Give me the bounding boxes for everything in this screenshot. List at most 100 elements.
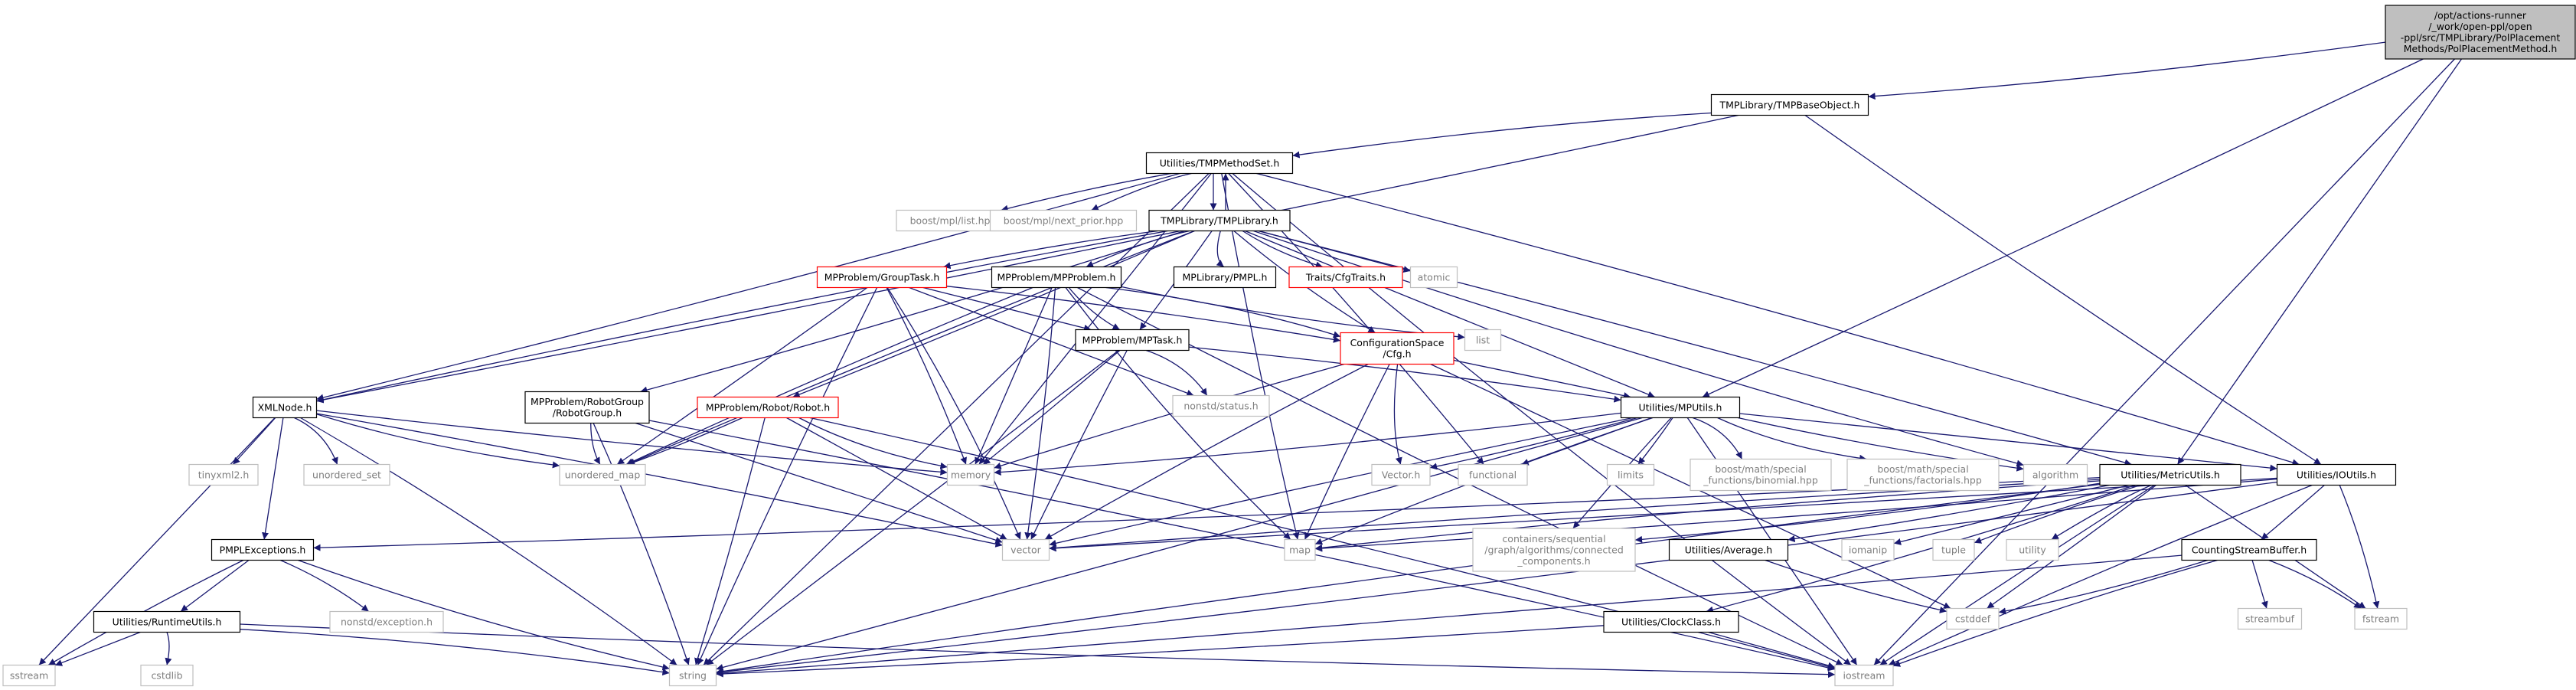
node-label: XMLNode.h — [258, 401, 312, 413]
node-box — [1603, 610, 1739, 633]
node-label: /RobotGroup.h — [553, 407, 622, 419]
node-functional: functional — [1458, 463, 1528, 486]
node-label: Utilities/RuntimeUtils.h — [113, 616, 222, 627]
node-label: MPProblem/Robot/Robot.h — [706, 401, 830, 413]
node-box — [1001, 538, 1050, 561]
node-mpproblem[interactable]: MPProblem/MPProblem.h — [991, 266, 1122, 289]
node-mputils[interactable]: Utilities/MPUtils.h — [1620, 396, 1741, 419]
node-label: iostream — [1843, 669, 1885, 681]
edge-cfg-to-memory — [994, 363, 1344, 469]
node-cfg[interactable]: ConfigurationSpace/Cfg.h — [1340, 332, 1455, 365]
node-mptask[interactable]: MPProblem/MPTask.h — [1075, 329, 1190, 352]
node-runtimeutils[interactable]: Utilities/RuntimeUtils.h — [93, 610, 241, 633]
node-label: MPProblem/MPProblem.h — [997, 271, 1116, 283]
edge-metricutils-to-connected — [1634, 482, 2101, 543]
node-tmpmethodset[interactable]: Utilities/TMPMethodSet.h — [1145, 152, 1294, 175]
edge-tmplibrary-to-robot — [792, 230, 1195, 398]
edge-mpproblem-to-cfg — [1105, 286, 1341, 338]
node-label: _functions/factorials.hpp — [1863, 475, 1982, 486]
edge-tmplibrary-to-unordered-map — [627, 230, 1195, 466]
edge-tmpbaseobject-to-ioutils — [1804, 114, 2322, 466]
node-pmpl-h[interactable]: MPLibrary/PMPL.h — [1173, 266, 1277, 289]
node-label: MPProblem/GroupTask.h — [824, 271, 940, 283]
node-label: ConfigurationSpace — [1350, 337, 1445, 348]
edge-xmlnode-to-tinyxml2 — [232, 417, 276, 465]
node-tmpbaseobject[interactable]: TMPLibrary/TMPBaseObject.h — [1710, 93, 1869, 116]
edge-mputils-to-ioutils — [1739, 413, 2277, 472]
node-pmplexceptions[interactable]: PMPLExceptions.h — [211, 538, 315, 561]
node-box — [2006, 538, 2059, 561]
edge-tmplibrary-to-robotgroup — [640, 230, 1185, 394]
node-label: Utilities/MetricUtils.h — [2121, 469, 2220, 480]
edge-mputils-to-memory — [994, 412, 1621, 476]
node-box — [1148, 209, 1291, 232]
edge-tmplibrary-to-mputils — [1245, 230, 1655, 398]
edge-grouptask-to-nonstd-status — [909, 286, 1194, 397]
node-label: MPProblem/RobotGroup — [531, 396, 644, 407]
edge-ioutils-to-vector — [1049, 477, 2277, 552]
node-nonstd-status: nonstd/status.h — [1172, 394, 1270, 417]
edge-tmplibrary-to-cfgtraits — [1242, 230, 1324, 269]
edge-metricutils-to-clockclass — [1706, 484, 2136, 613]
node-label: string — [679, 669, 707, 681]
node-algorithm: algorithm — [2023, 463, 2088, 486]
edge-grouptask-to-vector — [886, 287, 1021, 540]
node-robot[interactable]: MPProblem/Robot/Robot.h — [697, 396, 839, 419]
node-average[interactable]: Utilities/Average.h — [1668, 538, 1789, 561]
edge-tmpmethodset-to-ioutils — [1256, 172, 2300, 466]
node-label: vector — [1010, 544, 1042, 555]
node-label: CountingStreamBuffer.h — [2192, 544, 2307, 555]
edge-countingstreambuffer-to-fstream — [2268, 559, 2362, 610]
node-countingstreambuffer[interactable]: CountingStreamBuffer.h — [2181, 538, 2317, 561]
node-label: MPLibrary/PMPL.h — [1183, 271, 1268, 283]
edge-xmlnode-to-unordered-set — [294, 417, 338, 465]
node-xmlnode[interactable]: XMLNode.h — [252, 396, 318, 419]
edge-ioutils-to-string — [716, 481, 2277, 675]
node-label: TMPLibrary/TMPLibrary.h — [1160, 214, 1278, 226]
node-ioutils[interactable]: Utilities/IOUtils.h — [2276, 463, 2397, 486]
node-tuple: tuple — [1932, 538, 1975, 561]
edge-metricutils-to-cstddef — [1987, 484, 2156, 610]
node-box — [1846, 458, 2000, 492]
node-fstream: fstream — [2354, 607, 2408, 630]
edge-cfg-to-vector — [1044, 363, 1369, 541]
node-box — [668, 664, 717, 687]
edge-tmpmethodset-to-string — [703, 173, 1210, 665]
node-box — [1288, 266, 1403, 289]
edge-countingstreambuffer-to-string — [716, 554, 2183, 677]
node-box — [1606, 463, 1655, 486]
edge-grouptask-to-unordered-map — [616, 286, 868, 466]
node-cfgtraits[interactable]: Traits/CfgTraits.h — [1288, 266, 1403, 289]
node-box — [697, 396, 839, 419]
edge-robotgroup-to-unordered-map — [590, 423, 601, 465]
edge-tmplibrary-to-pmpl-h — [1216, 231, 1225, 268]
edge-root-to-tmpbaseobject — [1868, 41, 2386, 100]
edge-mpproblem-to-unordered-map — [625, 286, 1033, 466]
node-grouptask[interactable]: MPProblem/GroupTask.h — [816, 266, 948, 289]
node-label: Utilities/MPUtils.h — [1639, 401, 1722, 413]
node-label: Methods/PolPlacementMethod.h — [2404, 43, 2558, 54]
node-tmplibrary[interactable]: TMPLibrary/TMPLibrary.h — [1148, 209, 1291, 232]
node-box — [1464, 329, 1502, 352]
node-label: utility — [2019, 544, 2046, 555]
edge-robot-to-string — [694, 417, 766, 665]
node-root[interactable]: /opt/actions-runner/_work/open-ppl/open-… — [2385, 5, 2576, 60]
node-map: map — [1284, 538, 1316, 561]
node-label: /opt/actions-runner — [2434, 10, 2527, 21]
node-label: boost/mpl/list.hpp — [910, 214, 997, 226]
node-box — [2099, 463, 2241, 486]
edge-mputils-to-vector — [1049, 417, 1634, 547]
node-robotgroup[interactable]: MPProblem/RobotGroup/RobotGroup.h — [524, 391, 650, 424]
node-clockclass[interactable]: Utilities/ClockClass.h — [1603, 610, 1739, 633]
node-box — [1284, 538, 1316, 561]
edge-average-to-cstddef — [1765, 559, 1948, 613]
node-label: atomic — [1418, 271, 1451, 283]
edge-root-to-mputils — [1702, 58, 2424, 398]
node-box — [211, 538, 315, 561]
edge-mputils-to-limits — [1637, 417, 1673, 465]
node-label: _components.h — [1517, 555, 1590, 567]
node-box — [252, 396, 318, 419]
node-metricutils[interactable]: Utilities/MetricUtils.h — [2099, 463, 2241, 486]
node-label: Utilities/Average.h — [1685, 544, 1772, 555]
edge-clockclass-to-string — [716, 625, 1605, 678]
